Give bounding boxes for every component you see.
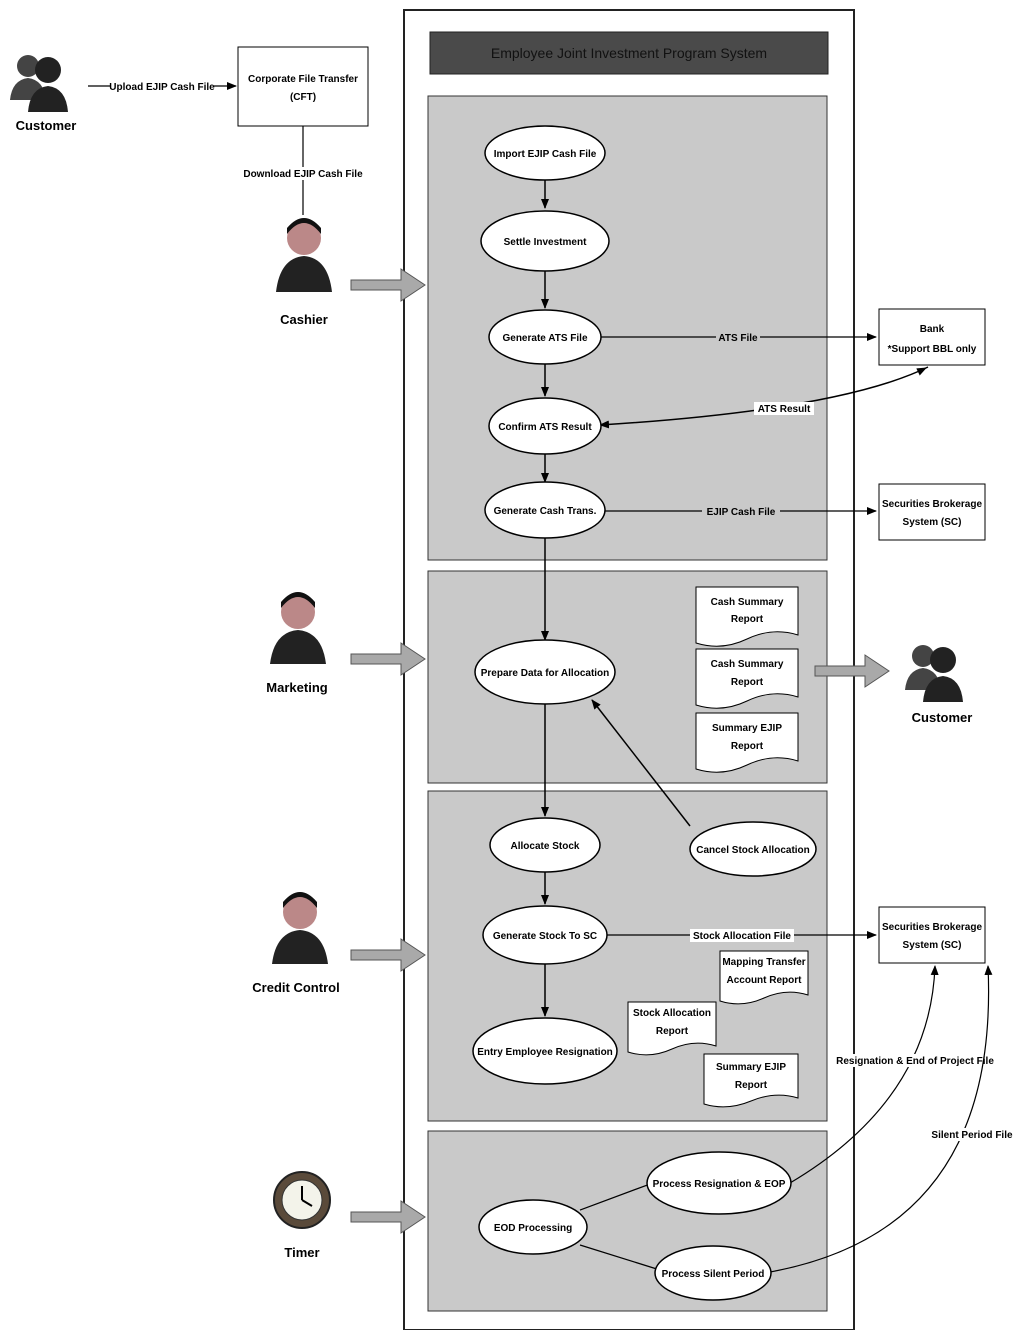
flow-eod-silent — [579, 1244, 661, 1271]
actor-cashier: Cashier — [280, 312, 328, 327]
label-ats-result: ATS Result — [758, 404, 811, 415]
actor-marketing: Marketing — [266, 680, 327, 695]
report-summary-ejip-2 — [703, 1053, 799, 1108]
process-generate-stock-label: Generate Stock To SC — [493, 931, 597, 942]
panel-cashier — [427, 95, 828, 561]
system-title-bar — [429, 31, 829, 75]
sc1-line1: Securities Brokerage — [882, 499, 982, 510]
marketing-person-icon — [270, 592, 326, 664]
process-import-label: Import EJIP Cash File — [494, 149, 597, 160]
report-cash-summary-1 — [695, 586, 799, 647]
bank-line2: *Support BBL only — [888, 344, 977, 355]
report-summary-ejip-1 — [695, 712, 799, 773]
sc1-line2: System (SC) — [903, 517, 962, 528]
report-cash-summary-2-line2: Report — [731, 677, 764, 688]
process-import-ejip-cash-file — [484, 125, 606, 181]
report-cash-summary-2 — [695, 648, 799, 709]
process-cancel-label: Cancel Stock Allocation — [696, 845, 810, 856]
process-confirm-ats-result — [488, 397, 602, 455]
label-stock-allocation-file: Stock Allocation File — [693, 931, 791, 942]
process-entry-employee-resignation — [472, 1017, 618, 1085]
credit-control-person-icon — [272, 892, 328, 964]
flow-silent-period-file — [769, 965, 993, 1273]
process-generate-cash-trans — [484, 481, 606, 539]
report-cash-summary-2-line1: Cash Summary — [711, 659, 784, 670]
report-summary-ejip-2-line1: Summary EJIP — [716, 1062, 786, 1073]
label-ats-file: ATS File — [718, 333, 758, 344]
cft-box — [237, 46, 369, 127]
report-stock-allocation-line2: Report — [656, 1026, 689, 1037]
process-generate-stock-to-sc — [482, 905, 608, 965]
process-eod-processing — [478, 1199, 588, 1255]
process-resignation-eop — [646, 1151, 792, 1215]
label-ejip-cash-file: EJIP Cash File — [707, 507, 776, 518]
actor-credit-control: Credit Control — [252, 980, 339, 995]
actor-customer-right: Customer — [912, 710, 973, 725]
sc-box-1 — [878, 483, 986, 541]
process-allocate-label: Allocate Stock — [511, 841, 580, 852]
sc2-line2: System (SC) — [903, 940, 962, 951]
report-cash-summary-1-line2: Report — [731, 614, 764, 625]
label-resignation-file: Resignation & End of Project File — [836, 1056, 994, 1067]
bank-box — [878, 308, 986, 366]
cft-line1: Corporate File Transfer — [248, 74, 358, 85]
report-stock-allocation-line1: Stock Allocation — [633, 1008, 711, 1019]
process-generate-ats-file — [488, 309, 602, 365]
report-stock-allocation — [627, 1001, 717, 1056]
report-summary-ejip-1-line2: Report — [731, 741, 764, 752]
cft-line2: (CFT) — [290, 92, 316, 103]
sc-box-2 — [878, 906, 986, 964]
process-eod-label: EOD Processing — [494, 1223, 572, 1234]
process-generate-cash-label: Generate Cash Trans. — [494, 506, 597, 517]
process-cancel-stock-allocation — [689, 821, 817, 877]
label-silent-period-file: Silent Period File — [931, 1130, 1013, 1141]
report-cash-summary-1-line1: Cash Summary — [711, 597, 784, 608]
customer-group-icon-right — [905, 645, 963, 702]
process-resignation-label: Process Resignation & EOP — [653, 1179, 786, 1190]
process-settle-investment — [480, 210, 610, 272]
bank-line1: Bank — [920, 324, 945, 335]
process-settle-label: Settle Investment — [504, 237, 587, 248]
sc2-line1: Securities Brokerage — [882, 922, 982, 933]
report-mapping-transfer — [719, 950, 809, 1005]
report-mapping-line1: Mapping Transfer — [722, 957, 805, 968]
flow-cancel-prepare — [591, 699, 691, 827]
label-upload: Upload EJIP Cash File — [109, 82, 215, 93]
actor-customer-top: Customer — [16, 118, 77, 133]
process-silent-period — [654, 1245, 772, 1301]
process-prepare-data-for-allocation — [474, 639, 616, 705]
label-download: Download EJIP Cash File — [243, 169, 363, 180]
process-prepare-label: Prepare Data for Allocation — [481, 668, 610, 679]
system-title: Employee Joint Investment Program System — [491, 45, 767, 61]
process-allocate-stock — [489, 817, 601, 873]
report-summary-ejip-1-line1: Summary EJIP — [712, 723, 782, 734]
process-entry-resignation-label: Entry Employee Resignation — [477, 1047, 613, 1058]
report-summary-ejip-2-line2: Report — [735, 1080, 768, 1091]
flow-eod-resignation — [579, 1183, 651, 1211]
process-generate-ats-label: Generate ATS File — [502, 333, 587, 344]
process-silent-label: Process Silent Period — [662, 1269, 765, 1280]
flow-resignation-file — [789, 965, 939, 1184]
cashier-person-icon — [276, 218, 332, 292]
timer-clock-icon — [273, 1171, 331, 1229]
report-mapping-line2: Account Report — [727, 975, 803, 986]
process-confirm-ats-label: Confirm ATS Result — [498, 422, 592, 433]
customer-group-icon — [10, 55, 68, 112]
actor-timer: Timer — [284, 1245, 319, 1260]
